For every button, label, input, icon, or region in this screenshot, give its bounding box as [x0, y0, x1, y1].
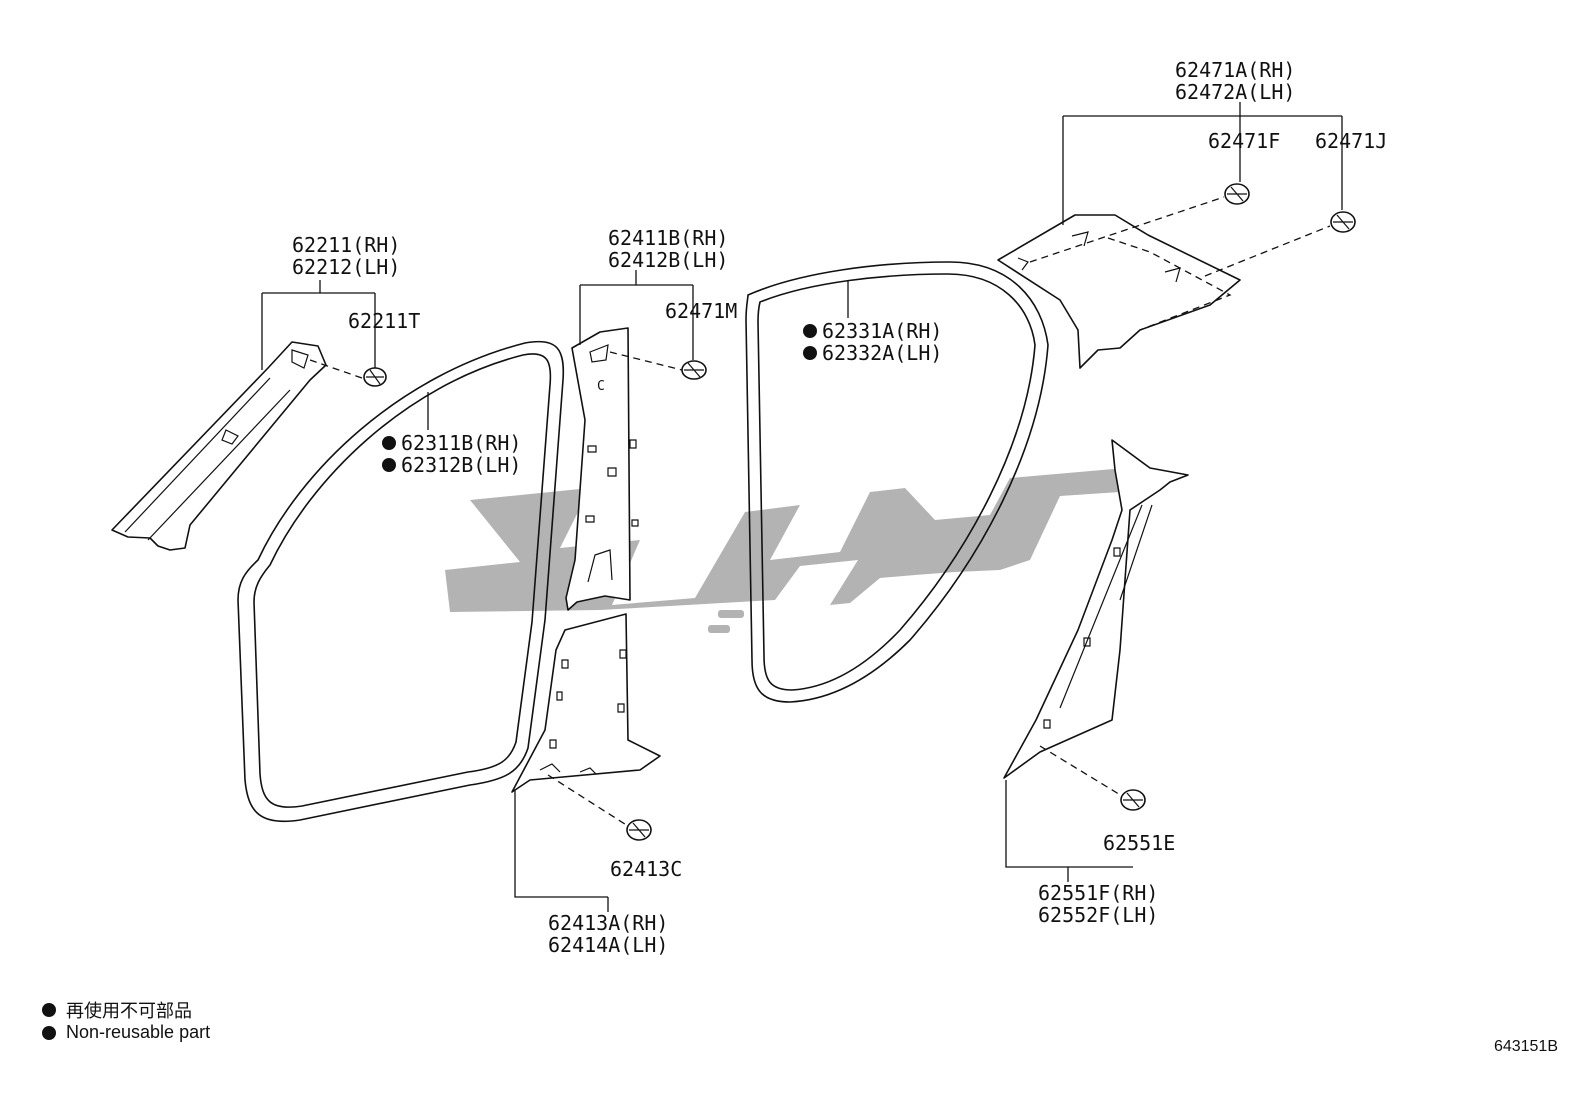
clip-62471f: [1224, 183, 1250, 205]
legend-japanese-text: 再使用不可部品: [66, 1001, 192, 1021]
leader-lines: [261, 102, 1343, 912]
clip-62471j: [1330, 211, 1356, 233]
label-62331a-rh: 62331A(RH): [822, 319, 942, 343]
front-pillar-garnish: [111, 341, 327, 551]
non-reusable-markers: [382, 324, 817, 472]
quarter-trim-panel: [997, 214, 1241, 369]
label-62312b-lh: 62312B(LH): [401, 453, 521, 477]
dash-62211t: [309, 359, 363, 379]
label-62332a-lh: 62332A(LH): [822, 341, 942, 365]
label-62412b-lh: 62412B(LH): [608, 248, 728, 272]
label-62212-lh: 62212(LH): [292, 255, 400, 279]
label-62311b-rh: 62311B(RH): [401, 431, 521, 455]
label-62211t: 62211T: [348, 309, 420, 333]
clip-62211t: [363, 367, 387, 387]
center-pillar-upper-garnish: [565, 327, 639, 611]
marker-62331a: [803, 324, 817, 338]
center-pillar-lower-garnish: [511, 613, 661, 793]
label-62551f-rh: 62551F(RH): [1038, 881, 1158, 905]
label-62211-rh: 62211(RH): [292, 233, 400, 257]
label-62471a-rh: 62471A(RH): [1175, 58, 1295, 82]
label-62472a-lh: 62472A(LH): [1175, 80, 1295, 104]
dash-62471f: [1029, 196, 1225, 263]
dash-62551e: [1039, 745, 1123, 797]
marker-62312b: [382, 458, 396, 472]
legend-english: Non-reusable part: [42, 1022, 210, 1043]
clip-62551e: [1120, 789, 1146, 811]
label-62413a-rh: 62413A(RH): [548, 911, 668, 935]
clip-62413c: [626, 819, 652, 841]
legend-english-text: Non-reusable part: [66, 1022, 211, 1042]
marker-62311b: [382, 436, 396, 450]
marker-62332a: [803, 346, 817, 360]
label-62411b-rh: 62411B(RH): [608, 226, 728, 250]
label-62552f-lh: 62552F(LH): [1038, 903, 1158, 927]
label-62551e: 62551E: [1103, 831, 1175, 855]
legend-dot-icon: [42, 1025, 56, 1040]
rear-pillar-garnish: [1003, 439, 1189, 779]
label-62413c: 62413C: [610, 857, 682, 881]
clip-62471m: [681, 360, 707, 380]
label-62414a-lh: 62414A(LH): [548, 933, 668, 957]
label-62471m: 62471M: [665, 299, 737, 323]
front-door-weatherstrip: [237, 340, 565, 823]
watermark-logo: [445, 468, 1125, 633]
rear-door-weatherstrip: [745, 261, 1049, 703]
legend-japanese: 再使用不可部品: [42, 997, 192, 1023]
legend-dot-icon: [42, 1003, 56, 1017]
mark-c: C: [597, 379, 605, 394]
dash-62413c: [547, 774, 629, 827]
label-62471f: 62471F: [1208, 129, 1280, 153]
label-62471j: 62471J: [1315, 129, 1387, 153]
diagram-id: 643151B: [1493, 1038, 1558, 1055]
dash-62471j: [1204, 225, 1331, 277]
dash-62471m: [609, 351, 683, 371]
